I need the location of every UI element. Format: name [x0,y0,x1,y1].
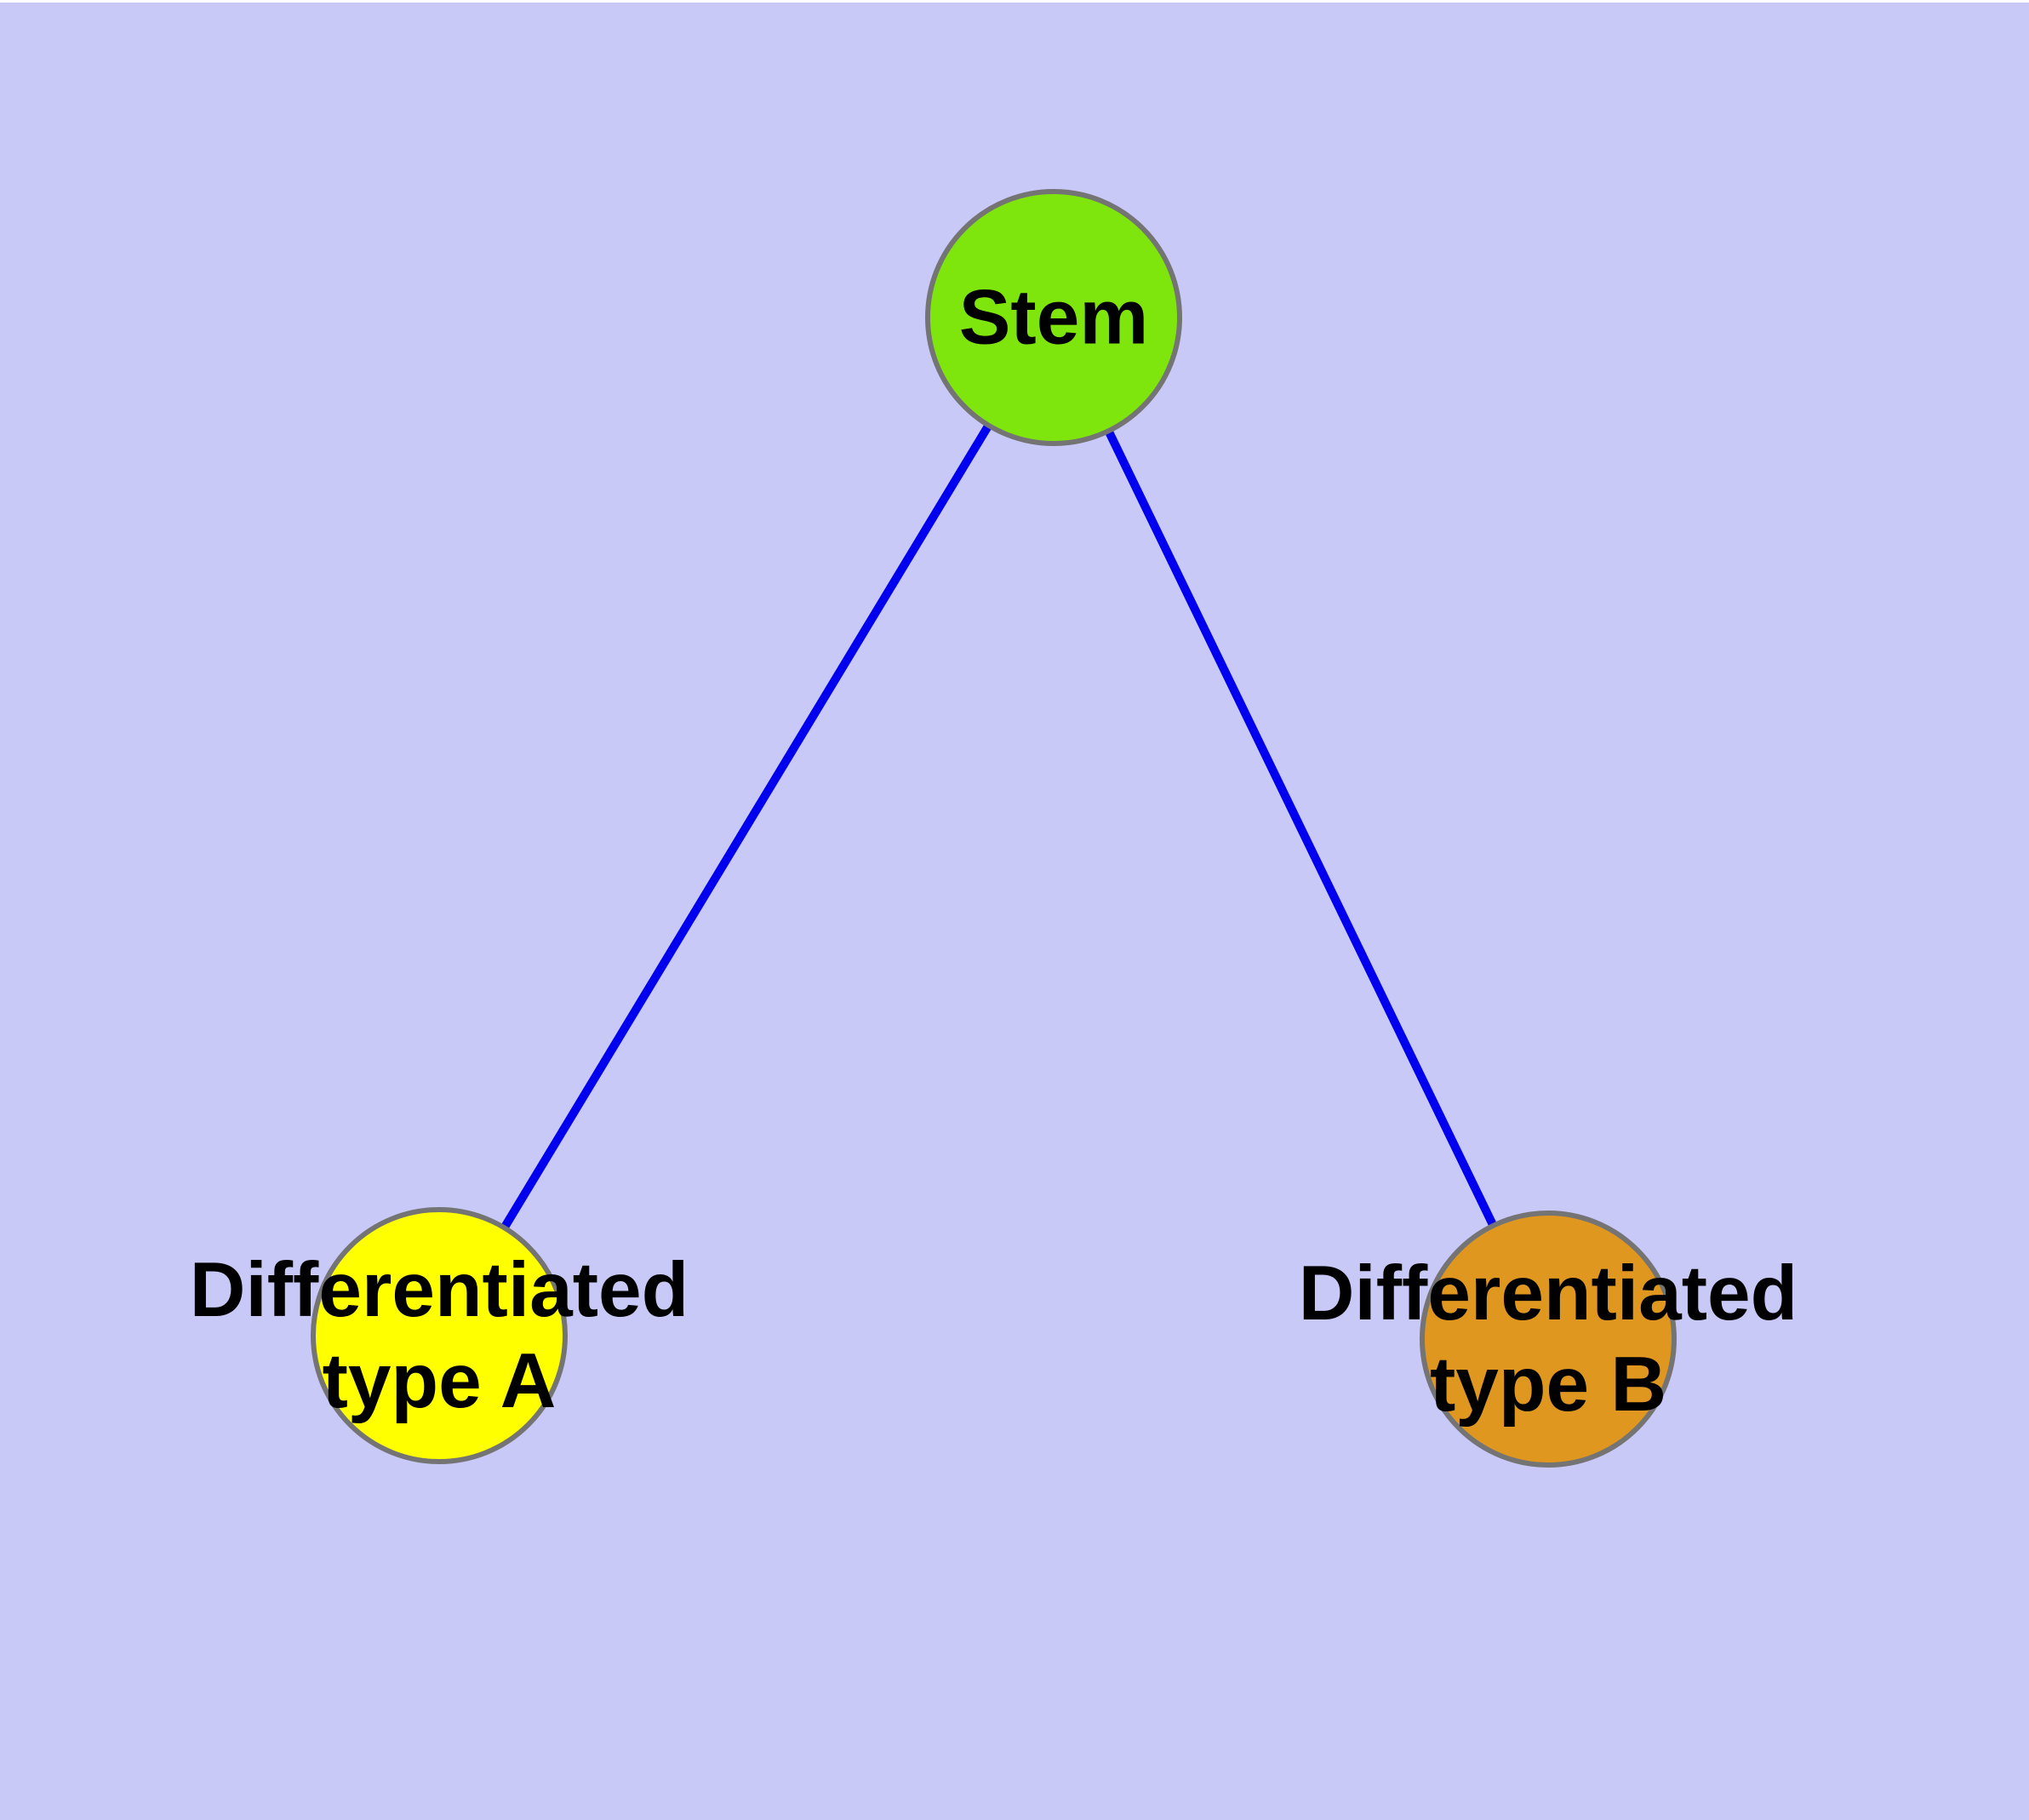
node-stem-circle [925,189,1182,446]
node-differentiated-type-b-label-line-2: type B [1429,1342,1667,1428]
node-differentiated-type-a-label-line-1: Differentiated [189,1247,689,1333]
node-differentiated-type-a-circle [311,1207,568,1464]
edge-stem-to-type-b [1049,315,1552,1342]
node-differentiated-type-a-label-line-2: type A [322,1338,557,1424]
edge-stem-to-type-a [435,315,1058,1338]
node-differentiated-type-b-label-line-1: Differentiated [1298,1251,1798,1336]
node-differentiated-type-a-label: Differentiated type A [190,1245,689,1427]
node-stem-label-line: Stem [958,274,1149,361]
node-differentiated-type-b-circle [1420,1210,1677,1468]
node-stem-label: Stem [959,272,1149,363]
node-differentiated-type-b-label: Differentiated type B [1299,1248,1798,1430]
